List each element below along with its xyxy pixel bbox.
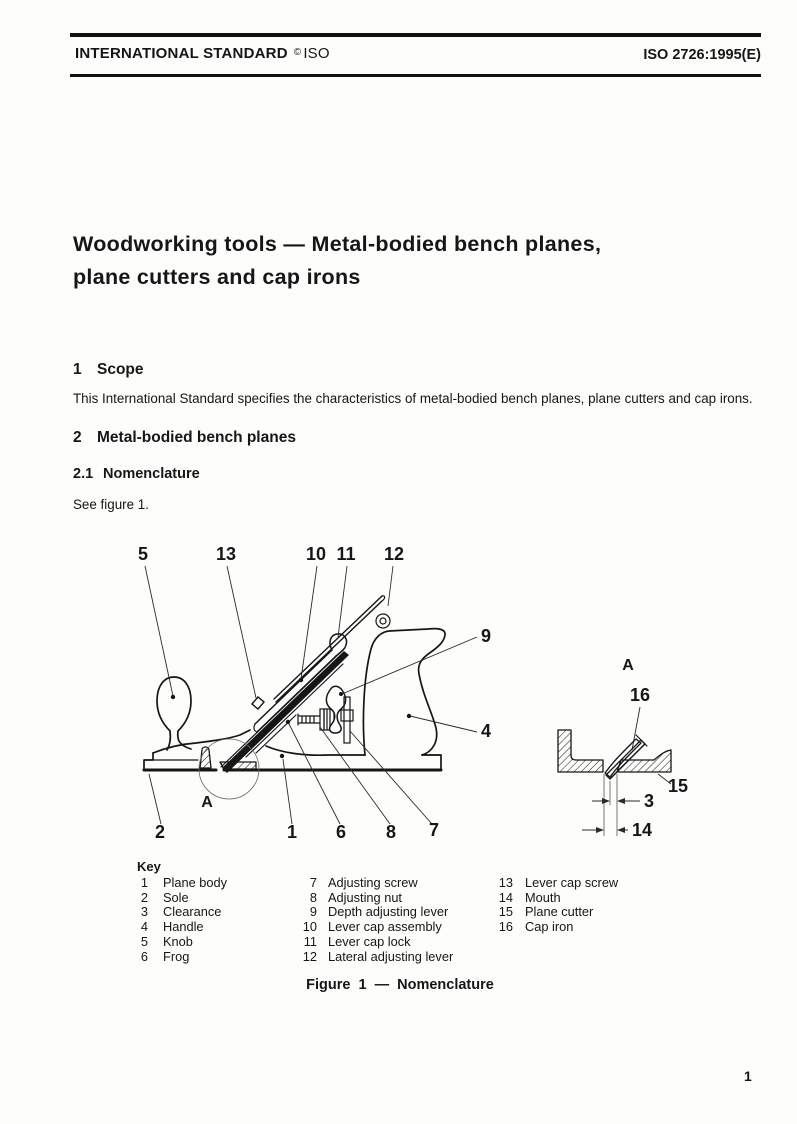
callout-10: 10	[306, 544, 326, 564]
adjusting-screw-plate	[343, 696, 351, 744]
detail-a-label-main: A	[201, 794, 213, 811]
dimension-extension-lines	[603, 774, 618, 836]
standard-label: INTERNATIONAL STANDARD	[75, 45, 288, 62]
blade-assembly	[220, 595, 391, 773]
callout-9: 9	[481, 626, 491, 646]
org-label: ISO	[303, 45, 330, 62]
sole-right-end	[421, 754, 442, 771]
frog-edge	[245, 663, 344, 758]
lateral-lever-hole	[379, 617, 387, 625]
scope-paragraph: This International Standard specifies th…	[73, 391, 753, 406]
callout-12: 12	[384, 544, 404, 564]
section-number: 1	[73, 361, 82, 378]
header-left: INTERNATIONAL STANDARD ©ISO	[75, 45, 330, 62]
shaft-flange	[319, 708, 325, 731]
figure-1-bench-plane-drawing: 5 13 10 11 12 9 4 2 1 6 8 7 A A 16	[138, 544, 688, 842]
callout-14: 14	[632, 820, 652, 840]
callout-16: 16	[630, 685, 650, 705]
adjusting-screw-collar	[340, 709, 354, 722]
adjusting-screw-shaft	[297, 713, 321, 726]
section-title: Scope	[97, 361, 144, 378]
section-title: Nomenclature	[103, 466, 200, 482]
lever-cap-upper-edge	[254, 649, 333, 725]
callout-leaders	[144, 565, 478, 825]
mouth-post	[199, 746, 212, 769]
detail-a-circle	[198, 738, 260, 800]
callout-13: 13	[216, 544, 236, 564]
see-figure-note: See figure 1.	[73, 497, 149, 512]
body-cheek-rear	[265, 745, 366, 757]
adjusting-mechanism	[297, 685, 354, 744]
plane-main-view: 5 13 10 11 12 9 4 2 1 6 8 7 A	[138, 544, 491, 842]
callout-2: 2	[155, 822, 165, 842]
plane-cutter-band	[222, 651, 349, 773]
callout-4: 4	[481, 721, 491, 741]
page-number: 1	[744, 1068, 752, 1084]
lateral-lever-rod-bottom	[275, 600, 383, 703]
callout-7: 7	[429, 820, 439, 840]
depth-adjusting-lever	[325, 685, 347, 734]
sole-left-end	[143, 752, 154, 771]
callout-1: 1	[287, 822, 297, 842]
title-line-1: Woodworking tools — Metal-bodied bench p…	[73, 232, 602, 256]
callout-11: 11	[336, 544, 355, 564]
sole-section-left	[557, 729, 604, 773]
figure-caption: Figure 1 — Nomenclature	[306, 977, 494, 993]
sole-section-right	[616, 749, 672, 773]
heading-scope: 1 Scope	[73, 361, 144, 379]
title-line-2: plane cutters and cap irons	[73, 265, 361, 289]
document-title: Woodworking tools — Metal-bodied bench p…	[73, 228, 753, 294]
lever-cap-screw	[251, 696, 265, 710]
lateral-lever-paddle	[375, 613, 391, 629]
lever-cap-lower-edge	[256, 655, 337, 733]
callout-15: 15	[668, 776, 688, 796]
cap-iron-detail	[604, 738, 642, 778]
doc-reference: ISO 2726:1995(E)	[643, 47, 761, 63]
callout-8: 8	[386, 822, 396, 842]
header-bottom-rule	[70, 74, 761, 77]
body-cheek-front	[152, 729, 251, 754]
lever-cap-toe	[253, 723, 258, 733]
header-top-rule	[70, 33, 761, 37]
callout-3: 3	[644, 791, 654, 811]
section-number: 2	[73, 429, 82, 446]
heading-section-2: 2 Metal-bodied bench planes	[73, 429, 296, 447]
cutter-top-cap	[635, 734, 648, 747]
copyright-symbol: ©	[293, 47, 302, 58]
callout-5: 5	[138, 544, 148, 564]
knob-outline	[156, 676, 192, 751]
heading-section-2-1: 2.1 Nomenclature	[73, 466, 200, 482]
lateral-lever-rod-top	[273, 595, 383, 700]
detail-a-label: A	[622, 657, 634, 674]
key-title: Key	[137, 859, 161, 874]
callout-6: 6	[336, 822, 346, 842]
detail-view-a: A 16 15 3 14	[557, 657, 688, 840]
section-number: 2.1	[73, 466, 94, 482]
handle-outline	[362, 627, 446, 756]
lateral-lever-tip	[381, 595, 386, 602]
section-title: Metal-bodied bench planes	[97, 429, 296, 446]
